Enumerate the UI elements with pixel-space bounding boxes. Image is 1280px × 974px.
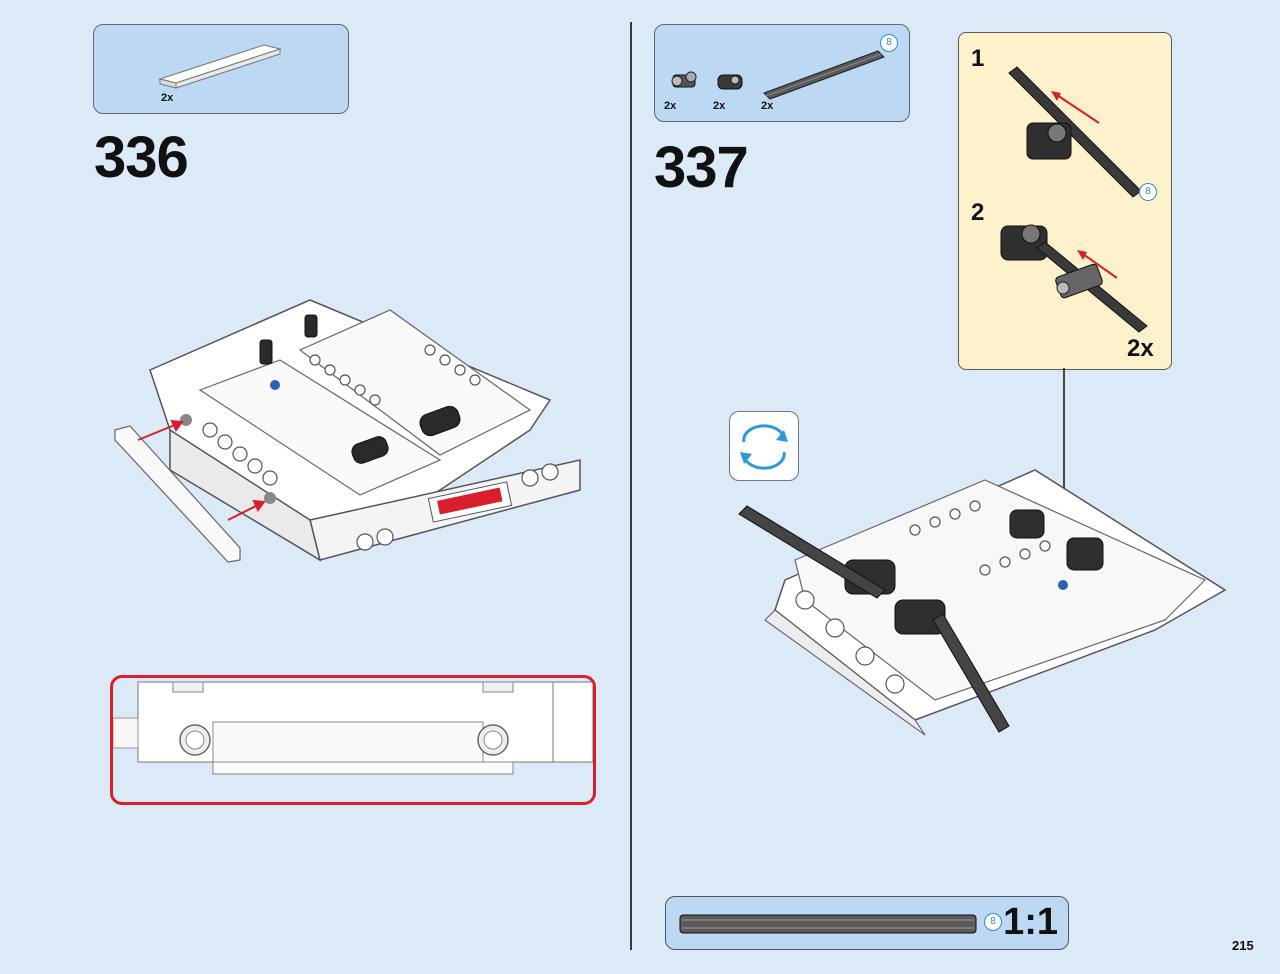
part-quantity: 2x — [761, 100, 774, 112]
detail-callout-box — [110, 675, 596, 805]
page-number: 215 — [1232, 938, 1254, 953]
subassembly-box: 1 8 2 2x — [958, 32, 1172, 370]
axle-length-badge: 8 — [1139, 183, 1157, 201]
pin-connector-part-image — [717, 74, 743, 90]
model-assembly-step-336 — [114, 299, 581, 563]
step-number-336: 336 — [94, 125, 189, 190]
sub-step-1-image — [1008, 66, 1142, 198]
axle-connector-part-image — [671, 71, 697, 88]
callout-side-view — [113, 681, 593, 775]
part-quantity: 2x — [713, 100, 726, 112]
subassembly-multiplier: 2x — [1127, 335, 1154, 362]
scale-label: 1:1 — [1003, 901, 1058, 943]
model-assembly-step-337 — [738, 469, 1227, 736]
sub-step-number-1: 1 — [971, 45, 985, 72]
step-divider-line — [630, 22, 632, 950]
rotate-model-icon — [729, 411, 799, 481]
step-number-337: 337 — [654, 135, 749, 200]
parts-box-step-336: 2x — [93, 24, 349, 114]
axle-scale-image — [679, 914, 977, 934]
axle-length-badge: 8 — [984, 913, 1002, 931]
axle-length-badge: 8 — [880, 34, 898, 52]
sub-step-2-image — [1000, 224, 1148, 333]
axle-part-image — [763, 50, 885, 100]
part-quantity: 2x — [161, 92, 174, 104]
sub-step-number-2: 2 — [971, 199, 985, 226]
flat-plate-part-image — [158, 44, 282, 89]
parts-box-step-337: 2x 2x 2x 8 — [654, 24, 910, 122]
part-quantity: 2x — [664, 100, 677, 112]
scale-reference-box: 8 1:1 — [665, 896, 1069, 950]
